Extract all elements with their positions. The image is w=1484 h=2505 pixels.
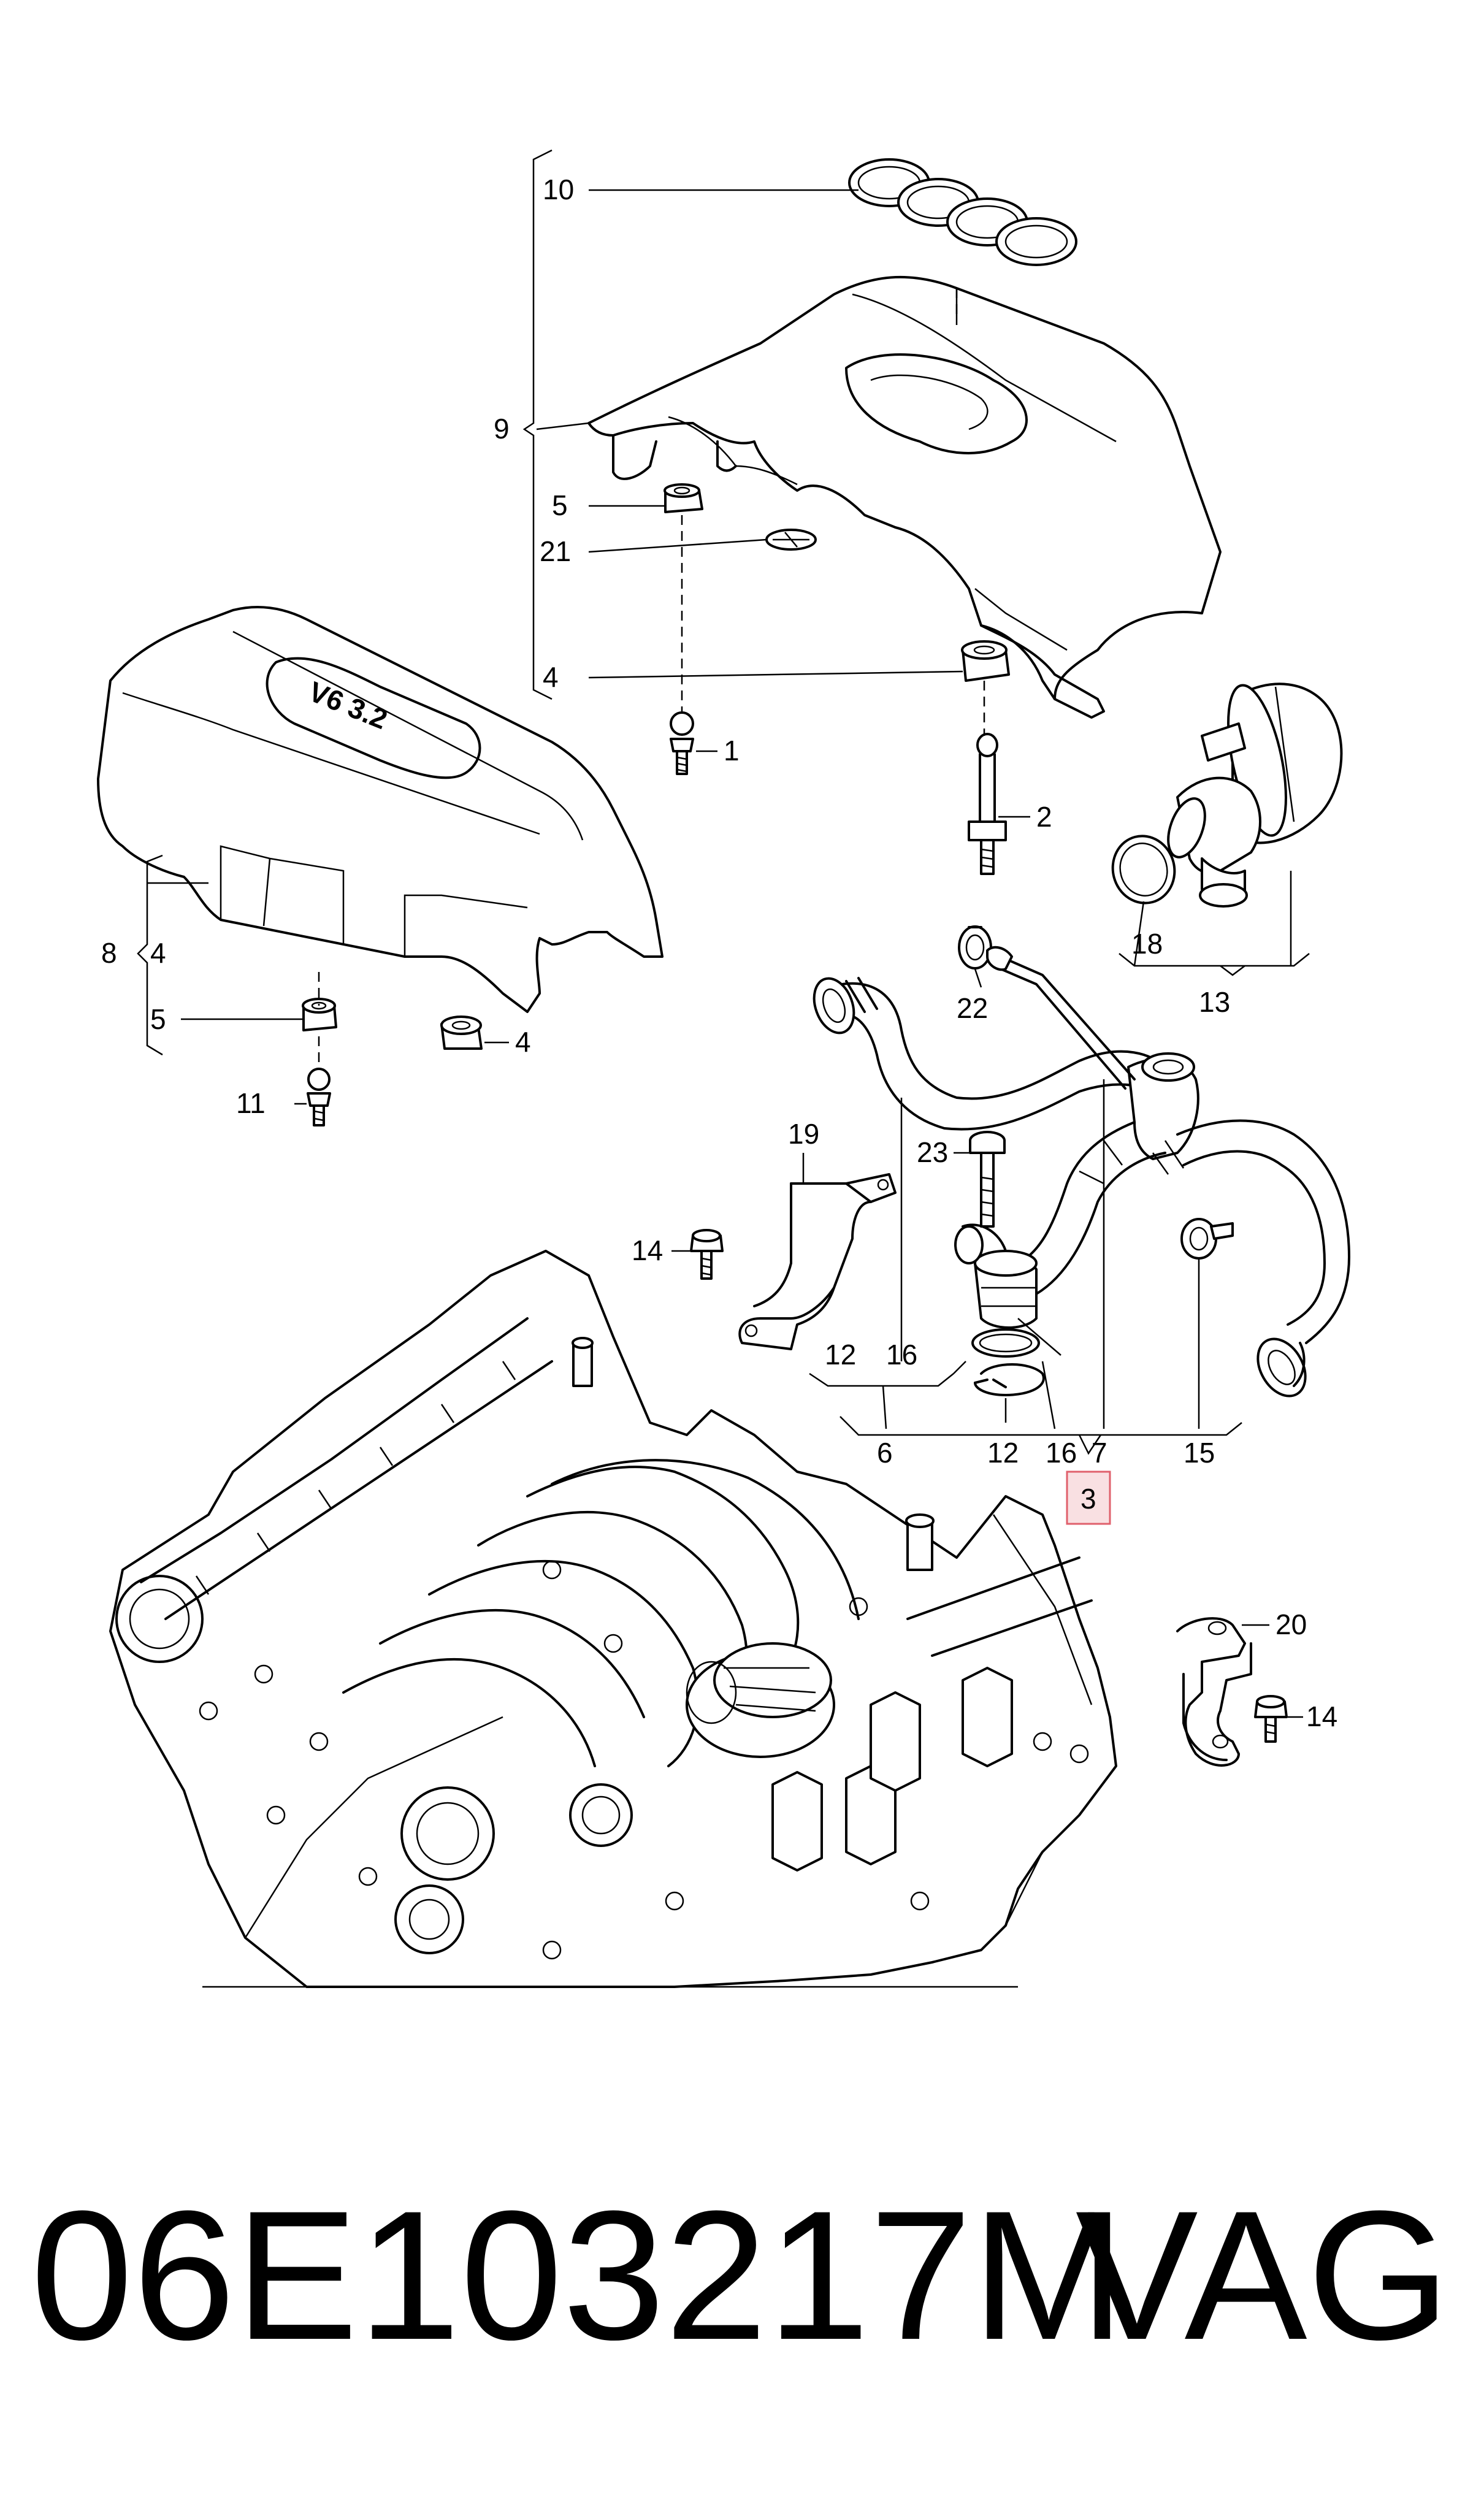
callout-4-left: 4	[150, 937, 166, 969]
callout-14-lower: 14	[1306, 1700, 1337, 1732]
audi-rings-emblem	[848, 158, 1077, 266]
callout-4-lower: 4	[515, 1026, 531, 1058]
ball-stud-1	[670, 711, 694, 775]
callout-21: 21	[540, 535, 571, 567]
footer: 06E103217M VAG	[0, 2171, 1484, 2379]
bolt-14-lower	[1254, 1695, 1288, 1743]
callout-23: 23	[917, 1136, 948, 1168]
callout-14-upper: 14	[632, 1234, 663, 1266]
bracket-19	[738, 1173, 897, 1350]
leader-lines	[137, 149, 1310, 1718]
callout-8: 8	[101, 937, 117, 969]
callout-2: 2	[1036, 801, 1052, 833]
callout-1: 1	[724, 735, 740, 767]
bolt-23	[969, 1131, 1006, 1228]
ball-stud-11	[307, 1068, 331, 1126]
brand-name: VAG	[1075, 2172, 1450, 2378]
callout-labels: 10 9 5 21 4 1 2 8 4 5 4 11 18 13 22 19 2…	[101, 174, 1337, 1732]
callout-9: 9	[494, 413, 510, 445]
callout-5-lower: 5	[150, 1003, 166, 1035]
pcv-valve-13	[1167, 683, 1343, 908]
callout-4-upper: 4	[543, 661, 559, 693]
callout-5-upper: 5	[552, 489, 568, 521]
hose-clamp-22	[958, 925, 992, 969]
callout-3: 3	[1080, 1483, 1096, 1515]
grommet-5-upper	[664, 483, 703, 513]
part-number: 06E103217M	[31, 2172, 1125, 2378]
bolt-14-upper	[690, 1229, 724, 1280]
callout-13: 13	[1199, 986, 1230, 1018]
o-ring-18	[1111, 835, 1176, 904]
o-ring-16	[971, 1328, 1040, 1358]
callout-22: 22	[957, 992, 988, 1024]
clip-21	[765, 529, 817, 551]
left-engine-cover: V6 3.2	[97, 606, 664, 1013]
callout-16-right: 16	[1046, 1437, 1077, 1469]
engine-block	[109, 1250, 1117, 1988]
callout-12-right: 12	[987, 1437, 1019, 1469]
upper-engine-cover	[587, 275, 1222, 719]
callout-16-left: 16	[886, 1339, 917, 1371]
grommet-5-lower	[302, 998, 337, 1031]
grommet-4-upper	[961, 640, 1010, 682]
bracket-20	[1176, 1617, 1252, 1767]
callout-10: 10	[543, 174, 574, 205]
grommet-4-lower	[440, 1015, 483, 1050]
callout-3-highlight	[1066, 1470, 1111, 1525]
breather-hose-assembly-3	[813, 946, 1350, 1398]
callout-18: 18	[1131, 928, 1163, 960]
callout-19: 19	[788, 1118, 819, 1150]
callout-12-left: 12	[825, 1339, 856, 1371]
callout-20: 20	[1276, 1608, 1307, 1640]
circlip-12	[974, 1363, 1045, 1396]
callout-7: 7	[1092, 1437, 1107, 1469]
callout-15: 15	[1184, 1437, 1215, 1469]
callout-6: 6	[877, 1437, 893, 1469]
callout-11: 11	[236, 1087, 266, 1119]
stud-bolt-2	[968, 733, 1007, 875]
